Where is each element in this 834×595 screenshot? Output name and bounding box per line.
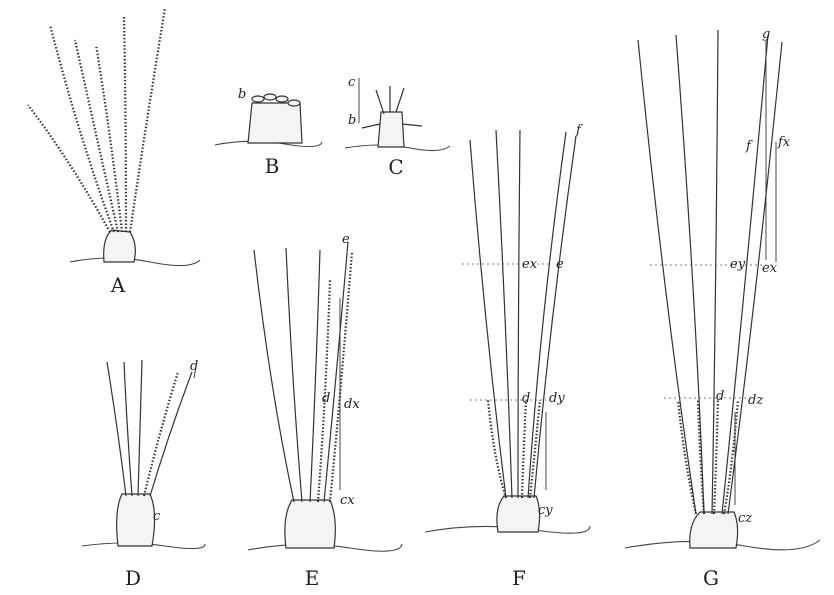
panel-g: g f fx ey ex d dz cz G xyxy=(625,27,820,590)
stump xyxy=(378,112,404,147)
stump xyxy=(690,512,738,548)
panel-caption-d: D xyxy=(125,566,141,590)
label-f: f xyxy=(575,123,583,138)
label-e: e xyxy=(556,257,564,272)
stem xyxy=(138,360,142,496)
stem-segment xyxy=(522,400,526,498)
stem-segment xyxy=(488,400,506,498)
panel-b: b B xyxy=(215,87,322,178)
panel-caption-f: F xyxy=(512,566,526,590)
stem xyxy=(50,25,114,232)
panel-f: f ex e d dy cy F xyxy=(425,123,590,590)
stem xyxy=(528,132,566,498)
stump xyxy=(497,496,540,532)
label-cy: cy xyxy=(538,503,553,518)
cut-stem xyxy=(264,94,276,100)
panel-caption-c: C xyxy=(388,155,403,179)
stump xyxy=(285,500,335,548)
panel-caption-a: A xyxy=(110,273,126,297)
panel-d: d c D xyxy=(82,359,205,590)
cut-stem xyxy=(252,96,264,102)
stump xyxy=(117,494,155,546)
stem xyxy=(150,372,192,496)
label-b: b xyxy=(348,113,356,128)
stem xyxy=(96,45,122,232)
stem xyxy=(124,362,132,496)
stem xyxy=(534,136,576,498)
stem xyxy=(518,130,520,498)
stem-segment xyxy=(714,400,718,514)
stem xyxy=(496,130,512,498)
label-ey: ey xyxy=(730,257,746,272)
stump xyxy=(104,230,136,262)
label-fx: fx xyxy=(777,135,791,150)
label-dy: dy xyxy=(549,391,565,406)
stem xyxy=(638,40,696,514)
stem xyxy=(144,372,178,496)
label-d: d xyxy=(190,359,198,374)
label-cx: cx xyxy=(340,493,355,508)
label-d: d xyxy=(322,391,330,406)
label-c: c xyxy=(348,75,356,90)
panel-c: c b C xyxy=(345,75,450,179)
label-dx: dx xyxy=(344,397,360,412)
panel-caption-e: E xyxy=(305,566,320,590)
stem xyxy=(286,248,302,502)
stem xyxy=(310,250,320,502)
cut-stem xyxy=(288,100,300,106)
panel-caption-g: G xyxy=(703,566,719,590)
label-d: d xyxy=(716,389,724,404)
label-d: d xyxy=(522,391,530,406)
stem xyxy=(330,252,352,502)
cut-stem xyxy=(276,96,288,102)
label-g: g xyxy=(762,27,770,42)
stem xyxy=(130,8,165,232)
stump xyxy=(248,103,302,143)
stem xyxy=(676,35,704,514)
stem-segment xyxy=(678,400,696,514)
label-ex: ex xyxy=(522,257,538,272)
stem xyxy=(75,40,118,232)
label-dz: dz xyxy=(748,393,763,408)
label-b: b xyxy=(238,87,246,102)
stem xyxy=(324,242,348,502)
stem xyxy=(712,30,718,514)
stem xyxy=(28,105,110,232)
label-ex: ex xyxy=(762,261,778,276)
stem xyxy=(124,15,126,232)
stem xyxy=(728,42,782,514)
label-f: f xyxy=(745,139,753,154)
stem xyxy=(107,362,126,496)
label-c: c xyxy=(153,509,161,524)
label-e: e xyxy=(342,232,350,247)
label-cz: cz xyxy=(738,511,752,526)
panel-caption-b: B xyxy=(265,154,280,178)
panel-a: A xyxy=(28,8,200,297)
panel-e: e d dx cx E xyxy=(248,232,402,590)
stem xyxy=(470,140,506,498)
